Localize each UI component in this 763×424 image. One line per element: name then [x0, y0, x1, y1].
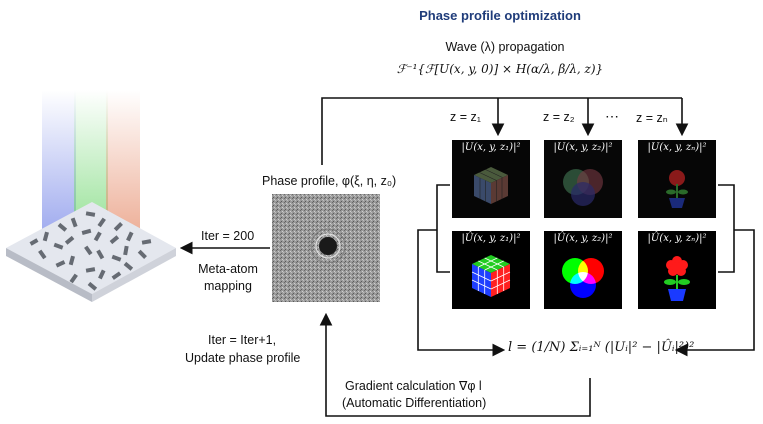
iter-final-label: Iter = 200 — [201, 229, 255, 243]
phase-profile-image — [272, 194, 380, 302]
propagation-label: Wave (λ) propagation — [445, 40, 565, 54]
flower-target-graphic — [638, 231, 716, 309]
loss-formula: l = (1/N) Σᵢ₌₁ᴺ (|Uᵢ|² − |Ûᵢ|²)² — [508, 340, 695, 355]
plane-ellipsis: ⋯ — [605, 108, 619, 124]
simulated-flower-image: |U(x, y, zₙ)|² — [638, 140, 716, 218]
meta-atom-mapping-line1: Meta-atom — [198, 262, 258, 276]
target-flower-image: |Û(x, y, zₙ)|² — [638, 231, 716, 309]
cube-target-graphic — [452, 231, 530, 309]
target-rgb-image: |Û(x, y, z₂)|² — [544, 231, 622, 309]
plane-label-zn: z = zₙ — [636, 111, 668, 125]
meta-atom-mapping-line2: mapping — [204, 279, 252, 293]
phase-profile-label: Phase profile, φ(ξ, η, z₀) — [262, 174, 397, 188]
rgb-sim-graphic — [544, 140, 622, 218]
diagram-title: Phase profile optimization — [419, 8, 581, 23]
target-cube-image: |Û(x, y, z₁)|² — [452, 231, 530, 309]
plane-label-z1: z = z₁ — [450, 110, 481, 124]
gradient-label-line2: (Automatic Differentiation) — [342, 396, 487, 410]
simulated-rgb-image: |U(x, y, z₂)|² — [544, 140, 622, 218]
flower-sim-graphic — [638, 140, 716, 218]
cube-sim-graphic — [452, 140, 530, 218]
gradient-label-line1: Gradient calculation ∇φ l — [345, 379, 482, 393]
phase-profile-graphic — [272, 194, 380, 302]
iter-update-line2: Update phase profile — [185, 351, 301, 365]
iter-update-line1: Iter = Iter+1, — [208, 333, 277, 347]
metasurface-illustration — [0, 80, 180, 320]
plane-label-z2: z = z₂ — [543, 110, 575, 124]
metasurface-graphic — [6, 90, 176, 302]
propagation-formula: ℱ⁻¹{ℱ[U(x, y, 0)] × H(α/λ, β/λ, z)} — [396, 62, 604, 76]
simulated-cube-image: |U(x, y, z₁)|² — [452, 140, 530, 218]
rgb-target-graphic — [544, 231, 622, 309]
